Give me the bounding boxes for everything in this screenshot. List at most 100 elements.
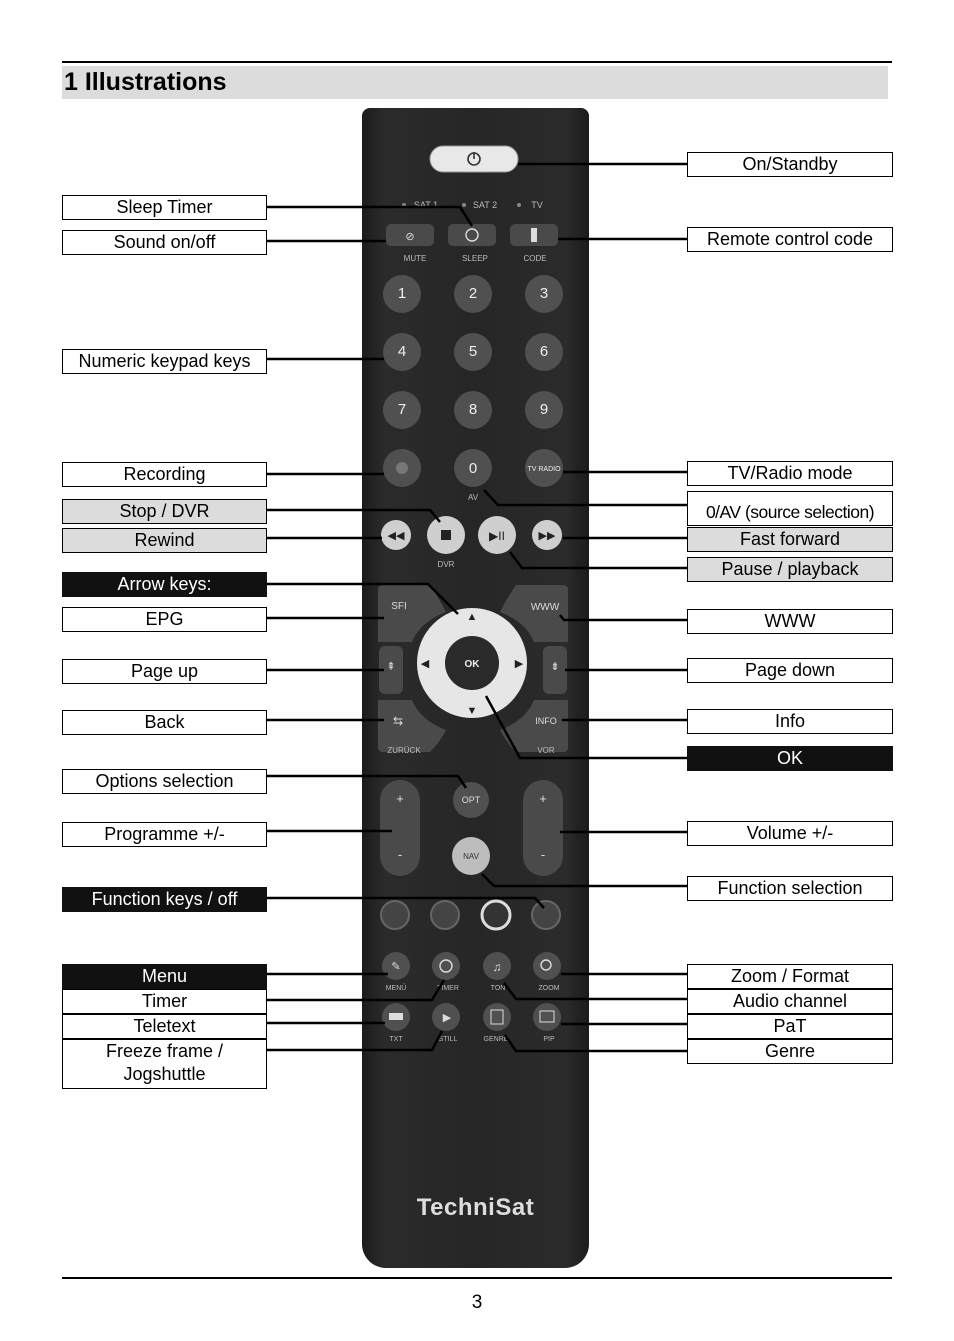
timer-icon bbox=[439, 959, 453, 973]
label-pat: PaT bbox=[687, 1014, 893, 1039]
svg-text:ZURÜCK: ZURÜCK bbox=[387, 746, 421, 755]
label-teletext: Teletext bbox=[62, 1014, 267, 1039]
svg-text:TV RADIO: TV RADIO bbox=[527, 466, 561, 473]
svg-text:PIP: PIP bbox=[543, 1036, 555, 1043]
label-programme: Programme +/- bbox=[62, 822, 267, 847]
arrow-right-icon: ▶ bbox=[515, 658, 524, 670]
stop-icon bbox=[441, 530, 451, 540]
teletext-icon bbox=[389, 1013, 403, 1020]
label-info: Info bbox=[687, 709, 893, 734]
section-title: 1 Illustrations bbox=[62, 66, 888, 99]
label-av-source: 0/AV (source selection) bbox=[687, 491, 893, 526]
svg-text:OK: OK bbox=[465, 659, 481, 670]
label-epg: EPG bbox=[62, 607, 267, 632]
sat1-label: SAT 1 bbox=[414, 200, 438, 210]
play-icon: ▶ bbox=[443, 1012, 452, 1024]
label-menu: Menu bbox=[62, 964, 267, 989]
function-keys bbox=[380, 899, 561, 931]
top-rule bbox=[62, 61, 892, 63]
svg-text:STILL: STILL bbox=[439, 1036, 458, 1043]
svg-text:WWW: WWW bbox=[531, 602, 560, 613]
label-pause-playback: Pause / playback bbox=[687, 557, 893, 582]
arrow-up-icon: ▲ bbox=[467, 611, 478, 623]
label-function-selection: Function selection bbox=[687, 876, 893, 901]
label-genre: Genre bbox=[687, 1039, 893, 1064]
svg-text:▶▶: ▶▶ bbox=[539, 530, 556, 542]
fast-forward-button bbox=[532, 520, 562, 550]
ton-button bbox=[483, 952, 511, 980]
page-down-icon: ⇟ bbox=[550, 661, 559, 673]
svg-text:SFI: SFI bbox=[391, 601, 407, 612]
page-up-icon: ⇞ bbox=[386, 661, 395, 673]
back-icon: ⇆ bbox=[393, 714, 403, 728]
brand-logo: TechniSat bbox=[416, 1194, 535, 1221]
label-sound-on-off: Sound on/off bbox=[62, 230, 267, 255]
svg-text:TON: TON bbox=[491, 985, 506, 992]
arrow-left-icon: ◀ bbox=[421, 658, 430, 670]
bottom-rule bbox=[62, 1277, 892, 1279]
sat2-label: SAT 2 bbox=[473, 200, 497, 210]
label-back: Back bbox=[62, 710, 267, 735]
page-number: 3 bbox=[471, 1292, 483, 1313]
label-ok: OK bbox=[687, 746, 893, 771]
label-audio-channel: Audio channel bbox=[687, 989, 893, 1014]
svg-text:7: 7 bbox=[398, 401, 406, 418]
clock-icon bbox=[465, 228, 479, 242]
svg-text:ZOOM: ZOOM bbox=[539, 985, 560, 992]
label-function-keys: Function keys / off bbox=[62, 887, 267, 912]
label-freeze-frame: Freeze frame / Jogshuttle bbox=[62, 1039, 267, 1089]
wrench-icon: ✎ bbox=[391, 961, 400, 973]
label-numeric-keypad: Numeric keypad keys bbox=[62, 349, 267, 374]
back-button bbox=[378, 700, 446, 752]
programme-rocker bbox=[380, 780, 420, 876]
svg-text:-: - bbox=[541, 847, 545, 862]
timer-button bbox=[432, 952, 460, 980]
svg-text:MUTE: MUTE bbox=[404, 254, 427, 263]
rewind-button bbox=[381, 520, 411, 550]
nav-button bbox=[452, 837, 490, 875]
label-tv-radio-mode: TV/Radio mode bbox=[687, 461, 893, 486]
svg-text:2: 2 bbox=[469, 285, 477, 302]
genre-icon bbox=[490, 1009, 504, 1025]
svg-text:GENRE: GENRE bbox=[484, 1036, 509, 1043]
svg-text:OPT: OPT bbox=[462, 795, 481, 805]
svg-text:1: 1 bbox=[398, 285, 406, 302]
label-rewind: Rewind bbox=[62, 528, 267, 553]
label-remote-control-code: Remote control code bbox=[687, 227, 893, 252]
label-options-selection: Options selection bbox=[62, 769, 267, 794]
svg-text:VOR: VOR bbox=[537, 746, 555, 755]
zoom-button bbox=[533, 952, 561, 980]
sleep-button bbox=[448, 224, 496, 246]
page-down-button bbox=[543, 646, 567, 694]
svg-text:◀◀: ◀◀ bbox=[388, 530, 405, 542]
label-page-up: Page up bbox=[62, 659, 267, 684]
www-button bbox=[500, 585, 568, 642]
label-sleep-timer: Sleep Timer bbox=[62, 195, 267, 220]
label-fast-forward: Fast forward bbox=[687, 527, 893, 552]
ok-button bbox=[445, 636, 499, 690]
label-zoom-format: Zoom / Format bbox=[687, 964, 893, 989]
svg-text:+: + bbox=[539, 791, 547, 806]
pip-icon bbox=[539, 1010, 555, 1023]
code-icon bbox=[531, 228, 537, 242]
opt-button bbox=[453, 782, 489, 818]
play-pause-icon: ▶II bbox=[489, 529, 505, 543]
mute-icon: ⊘ bbox=[405, 231, 414, 243]
svg-text:SLEEP: SLEEP bbox=[462, 254, 488, 263]
svg-text:8: 8 bbox=[469, 401, 477, 418]
label-volume: Volume +/- bbox=[687, 821, 893, 846]
label-recording: Recording bbox=[62, 462, 267, 487]
genre-button bbox=[483, 1003, 511, 1031]
svg-text:-: - bbox=[398, 847, 402, 862]
svg-text:9: 9 bbox=[540, 401, 548, 418]
label-stop-dvr: Stop / DVR bbox=[62, 499, 267, 524]
svg-text:5: 5 bbox=[469, 343, 477, 360]
volume-rocker bbox=[523, 780, 563, 876]
svg-text:+: + bbox=[396, 791, 404, 806]
svg-text:0: 0 bbox=[469, 460, 477, 477]
still-button bbox=[432, 1003, 460, 1031]
callout-lines bbox=[267, 162, 687, 1053]
svg-text:MENÜ: MENÜ bbox=[386, 984, 407, 992]
label-arrow-keys: Arrow keys: bbox=[62, 572, 267, 597]
